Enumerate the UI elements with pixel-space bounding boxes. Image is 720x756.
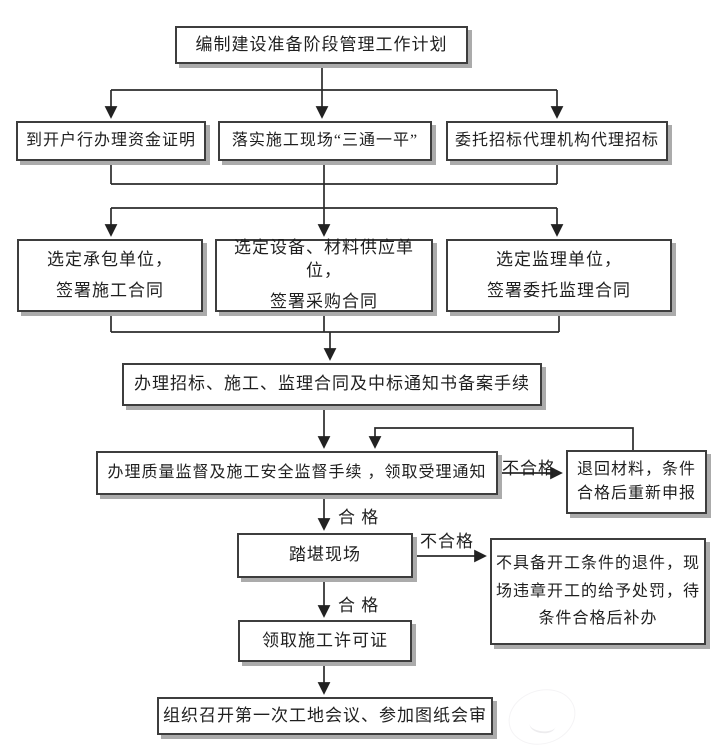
node-record-filing-label: 办理招标、施工、监理合同及中标通知书备案手续 (134, 374, 530, 394)
node-construction-permit: 领取施工许可证 (238, 620, 412, 662)
node-fund-certificate-label: 到开户行办理资金证明 (25, 132, 196, 150)
node-site-preparation: 落实施工现场“三通一平” (218, 121, 432, 161)
node-first-site-meeting: 组织召开第一次工地会议、参加图纸会审 (157, 697, 493, 735)
node-return-materials-line1: 退回材料，条件 (576, 461, 696, 479)
node-supervisor: 选定监理单位， 签署委托监理合同 (446, 239, 672, 312)
node-construction-permit-label: 领取施工许可证 (262, 630, 388, 650)
node-penalty-line3: 条件合格后补办 (538, 610, 658, 628)
edge-label-fail-2: 不合格 (420, 532, 474, 551)
node-penalty: 不具备开工条件的退件，现 场违章开工的给予处罚，待 条件合格后补办 (490, 538, 706, 645)
node-tender-agency-label: 委托招标代理机构代理招标 (454, 132, 659, 150)
node-contractor-line1: 选定承包单位， (47, 249, 173, 269)
node-penalty-line2: 场违章开工的给予处罚，待 (495, 582, 700, 600)
node-contractor-line2: 签署施工合同 (56, 280, 164, 300)
node-penalty-line1: 不具备开工条件的退件，现 (495, 555, 700, 573)
node-supplier-line1: 选定设备、材料供应单位， (234, 238, 414, 281)
node-supplier: 选定设备、材料供应单位， 签署采购合同 (215, 238, 433, 312)
edge-label-pass-2: 合 格 (338, 596, 380, 615)
node-site-survey-label: 踏堪现场 (289, 545, 361, 565)
node-plan-label: 编制建设准备阶段管理工作计划 (195, 34, 448, 54)
node-site-survey: 踏堪现场 (237, 533, 413, 578)
node-return-materials: 退回材料，条件 合格后重新申报 (566, 450, 707, 514)
node-site-preparation-label: 落实施工现场“三通一平” (231, 132, 419, 150)
node-first-site-meeting-label: 组织召开第一次工地会议、参加图纸会审 (163, 705, 487, 725)
node-return-materials-line2: 合格后重新申报 (576, 485, 696, 502)
node-supplier-line2: 签署采购合同 (270, 291, 378, 311)
node-plan: 编制建设准备阶段管理工作计划 (175, 26, 468, 64)
node-tender-agency: 委托招标代理机构代理招标 (446, 121, 668, 161)
node-quality-supervision-label: 办理质量监督及施工安全监督手续 ，领取受理通知 (107, 464, 487, 482)
edge-label-fail-1: 不合格 (502, 459, 556, 478)
node-supervisor-line1: 选定监理单位， (496, 249, 622, 269)
node-fund-certificate: 到开户行办理资金证明 (16, 121, 206, 161)
edge-label-pass-1: 合 格 (338, 508, 380, 527)
node-supervisor-line2: 签署委托监理合同 (487, 280, 631, 300)
node-contractor: 选定承包单位， 签署施工合同 (17, 239, 203, 312)
node-record-filing: 办理招标、施工、监理合同及中标通知书备案手续 (122, 363, 542, 406)
node-quality-supervision: 办理质量监督及施工安全监督手续 ，领取受理通知 (96, 451, 498, 495)
